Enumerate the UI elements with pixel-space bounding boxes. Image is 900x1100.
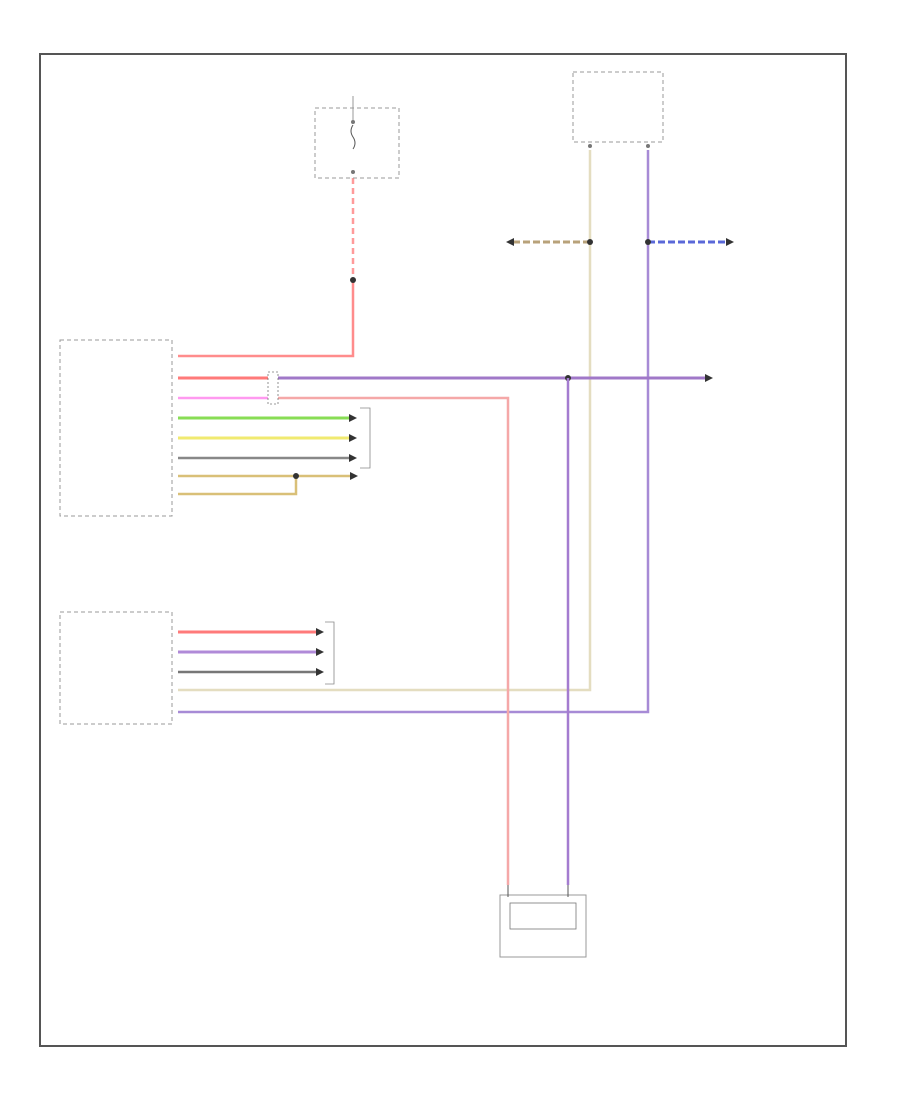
wire-blu-red [178,150,734,714]
wire-red-fuse [178,178,356,358]
wire-brn-gry [178,150,593,692]
dme-control-module [59,611,173,725]
diagram-border [39,53,847,1047]
brake-light-switch [572,71,664,148]
wire-brn-vio [272,396,510,885]
shift-lock-component [499,885,587,958]
wire-blk-vio [272,374,713,885]
transmission-control-module [59,339,173,517]
fuse-junction-box [314,96,400,179]
